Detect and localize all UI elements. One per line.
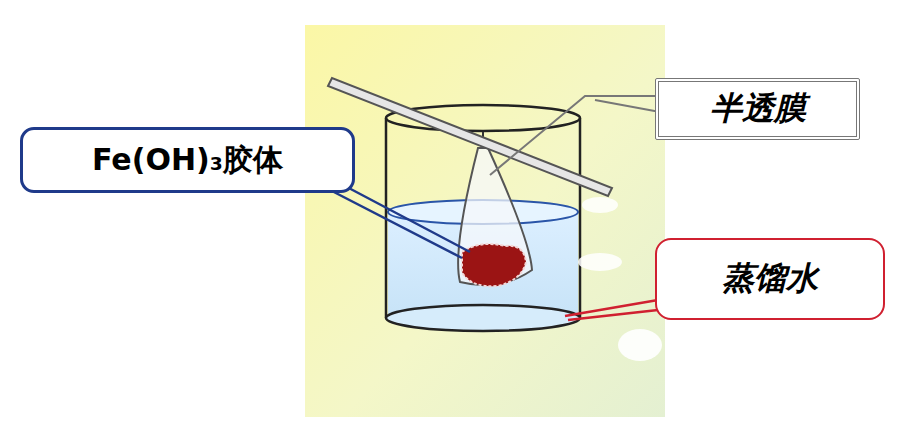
beaker-bottom [386, 305, 580, 331]
callout-text: 半透膜 [710, 87, 806, 131]
decoration [578, 253, 622, 271]
colloid [462, 244, 526, 286]
leader-line [490, 96, 660, 175]
background-panel [305, 25, 665, 417]
callout-text: Fe(OH)₃胶体 [92, 140, 283, 181]
callout-box: Fe(OH)₃胶体 [20, 127, 355, 193]
glass-rod [328, 78, 612, 196]
decoration [618, 329, 662, 361]
callout-box: 半透膜 [655, 78, 860, 140]
beaker-wall [579, 118, 582, 318]
leader-line [330, 186, 470, 258]
decoration [582, 197, 618, 213]
leader-line [565, 300, 658, 320]
callout-text: 蒸馏水 [722, 257, 818, 301]
callout-box: 蒸馏水 [655, 238, 885, 320]
